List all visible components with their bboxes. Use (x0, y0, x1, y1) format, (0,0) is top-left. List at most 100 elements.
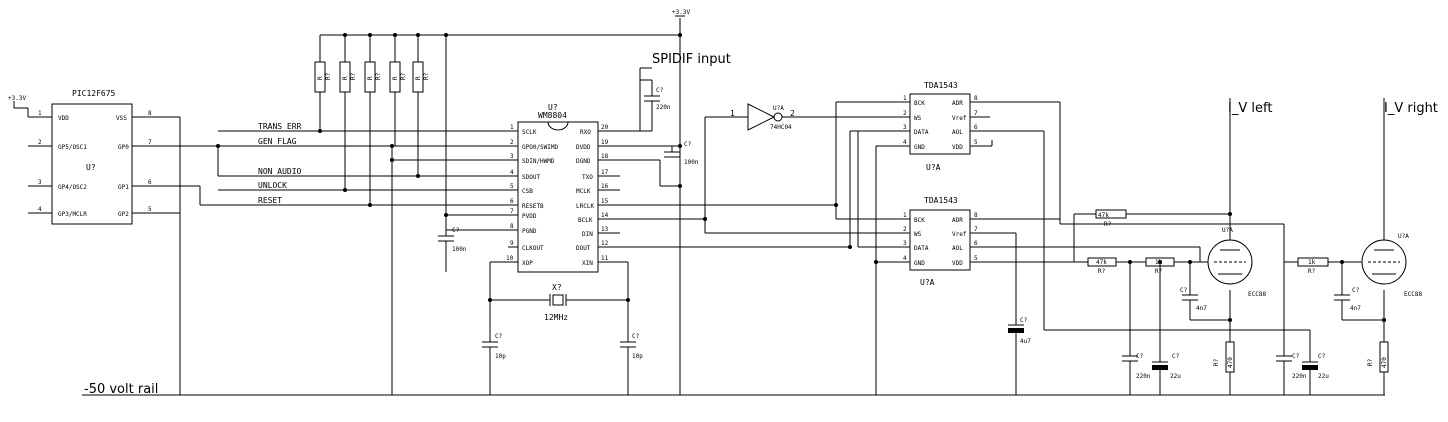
vdd-label: +3.3V (672, 9, 690, 16)
svg-text:22u: 22u (1318, 373, 1329, 380)
svg-text:GP5/OSC1: GP5/OSC1 (58, 144, 87, 151)
dac-bottom-part: TDA1543 (924, 196, 958, 205)
net-reset: RESET (258, 196, 282, 205)
svg-text:SCLK: SCLK (522, 129, 537, 136)
svg-text:DIN: DIN (582, 231, 593, 238)
svg-text:R: R (342, 76, 349, 80)
svg-text:ADR: ADR (952, 217, 963, 224)
svg-text:4u7: 4u7 (1020, 338, 1031, 345)
cap-pvdd (438, 213, 510, 272)
svg-text:18: 18 (601, 153, 609, 160)
svg-text:DGND: DGND (576, 158, 591, 165)
svg-text:U?A: U?A (1222, 227, 1233, 234)
pic-right-pins: 8 VSS 7 GP0 6 GP1 5 GP2 (116, 110, 152, 218)
svg-text:C?: C? (1318, 353, 1326, 360)
svg-text:22u: 22u (1170, 373, 1181, 380)
svg-text:4: 4 (38, 206, 42, 213)
svg-text:SDOUT: SDOUT (522, 174, 540, 181)
net-unlock: UNLOCK (258, 181, 287, 190)
svg-text:8: 8 (148, 110, 152, 117)
svg-text:9: 9 (510, 240, 514, 247)
receiver-pin-leads (490, 130, 850, 263)
svg-text:U?A: U?A (1398, 233, 1409, 240)
spdif-input-net (639, 67, 682, 188)
svg-text:74HC04: 74HC04 (770, 124, 792, 131)
svg-text:WS: WS (914, 231, 922, 238)
net-trans-err: TRANS_ERR (258, 122, 302, 131)
svg-text:MCLK: MCLK (576, 188, 591, 195)
svg-text:CLKOUT: CLKOUT (522, 245, 544, 252)
svg-text:10p: 10p (495, 353, 506, 360)
svg-text:TXO: TXO (582, 174, 593, 181)
pic-vdd-label: +3.3V (8, 95, 26, 102)
left-tube-stage (1073, 98, 1253, 395)
spdif-label: SPIDIF input (652, 52, 731, 67)
svg-text:19: 19 (601, 139, 609, 146)
pullup-resistors (314, 33, 448, 215)
svg-text:1: 1 (903, 95, 907, 102)
svg-text:2: 2 (903, 226, 907, 233)
pic-ref: U? (86, 163, 96, 172)
pullup-labels: R R? R R? R R? R R? R R? (317, 72, 430, 80)
svg-text:C?: C? (632, 333, 640, 340)
svg-text:WS: WS (914, 115, 922, 122)
svg-text:3: 3 (903, 124, 907, 131)
net-non-audio: NON_AUDIO (258, 167, 302, 176)
svg-text:DOUT: DOUT (576, 245, 591, 252)
svg-text:8: 8 (974, 95, 978, 102)
svg-text:R?: R? (1367, 358, 1374, 366)
svg-text:R: R (415, 76, 422, 80)
svg-text:GND: GND (914, 260, 925, 267)
svg-text:C?: C? (452, 227, 460, 234)
svg-text:GP4/OSC2: GP4/OSC2 (58, 184, 87, 191)
dac-bottom-ref: U?A (920, 278, 935, 287)
svg-text:17: 17 (601, 169, 609, 176)
inverter-gate (703, 103, 900, 234)
svg-text:Vref: Vref (952, 115, 967, 122)
svg-text:C?: C? (495, 333, 503, 340)
svg-text:AOL: AOL (952, 245, 963, 252)
svg-text:5: 5 (148, 206, 152, 213)
svg-text:DATA: DATA (914, 129, 929, 136)
svg-text:GP0: GP0 (118, 144, 129, 151)
crystal-value: 12MHz (544, 313, 568, 322)
svg-text:ECC88: ECC88 (1404, 291, 1422, 298)
dac-top-ref: U?A (926, 163, 941, 172)
svg-text:R?: R? (375, 72, 382, 80)
svg-text:R: R (317, 76, 324, 80)
svg-text:BCK: BCK (914, 100, 925, 107)
vdd-bus (320, 15, 685, 395)
pic-chip (13, 101, 218, 395)
svg-text:3: 3 (903, 240, 907, 247)
svg-text:R?: R? (1308, 268, 1316, 275)
svg-text:14: 14 (601, 212, 609, 219)
svg-text:1: 1 (38, 110, 42, 117)
svg-text:6: 6 (510, 198, 514, 205)
svg-text:RESETB: RESETB (522, 203, 544, 210)
svg-text:15: 15 (601, 198, 609, 205)
svg-text:7: 7 (974, 110, 978, 117)
svg-text:R: R (392, 76, 399, 80)
svg-text:GP2: GP2 (118, 211, 129, 218)
svg-text:XOP: XOP (522, 260, 533, 267)
pic-left-pins: 1 VDD 2 GP5/OSC1 3 GP4/OSC2 4 GP3/MCLR (38, 110, 87, 218)
svg-text:47k: 47k (1096, 259, 1107, 266)
svg-text:BCK: BCK (914, 217, 925, 224)
svg-text:AOL: AOL (952, 129, 963, 136)
svg-text:R?: R? (1213, 358, 1220, 366)
svg-text:R: R (367, 76, 374, 80)
svg-text:3: 3 (510, 153, 514, 160)
output-left-label: I_V left (1228, 101, 1272, 116)
net-gen-flag: GEN_FLAG (258, 137, 297, 146)
svg-text:470: 470 (1381, 357, 1388, 368)
svg-text:6: 6 (974, 124, 978, 131)
svg-text:1: 1 (510, 124, 514, 131)
svg-text:CSB: CSB (522, 188, 533, 195)
svg-text:2: 2 (903, 110, 907, 117)
svg-text:C?: C? (1180, 287, 1188, 294)
svg-text:C?: C? (1136, 353, 1144, 360)
right-tube-stage (1059, 98, 1407, 395)
svg-text:BCLK: BCLK (578, 217, 593, 224)
svg-text:VDD: VDD (952, 144, 963, 151)
